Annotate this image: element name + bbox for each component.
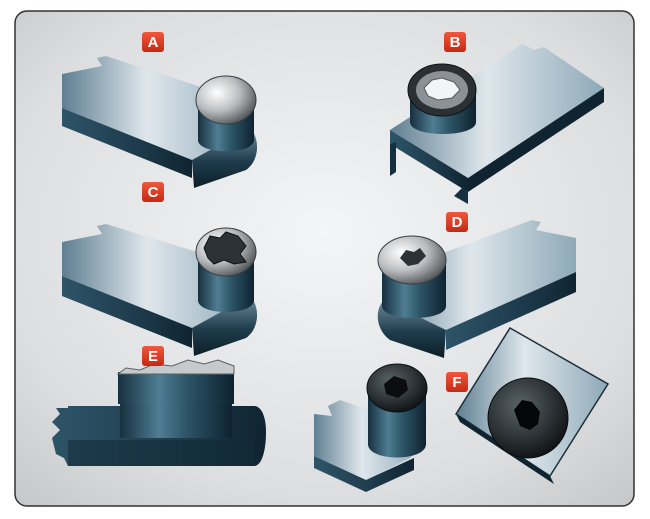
badge-b: B xyxy=(444,32,466,52)
badge-a-label: A xyxy=(148,34,159,51)
badge-a: A xyxy=(142,32,164,52)
badge-c: C xyxy=(142,182,164,202)
badge-c-label: C xyxy=(148,184,159,201)
rivet-defects-illustration: A B C D E F xyxy=(14,10,635,507)
figure-frame: A B C D E F xyxy=(14,10,635,507)
badge-b-label: B xyxy=(450,34,461,51)
badge-f: F xyxy=(446,372,468,392)
badge-d-label: D xyxy=(452,214,463,231)
badge-e: E xyxy=(142,346,164,366)
badge-f-label: F xyxy=(452,374,461,391)
badge-e-label: E xyxy=(148,348,158,365)
badge-d: D xyxy=(446,212,468,232)
